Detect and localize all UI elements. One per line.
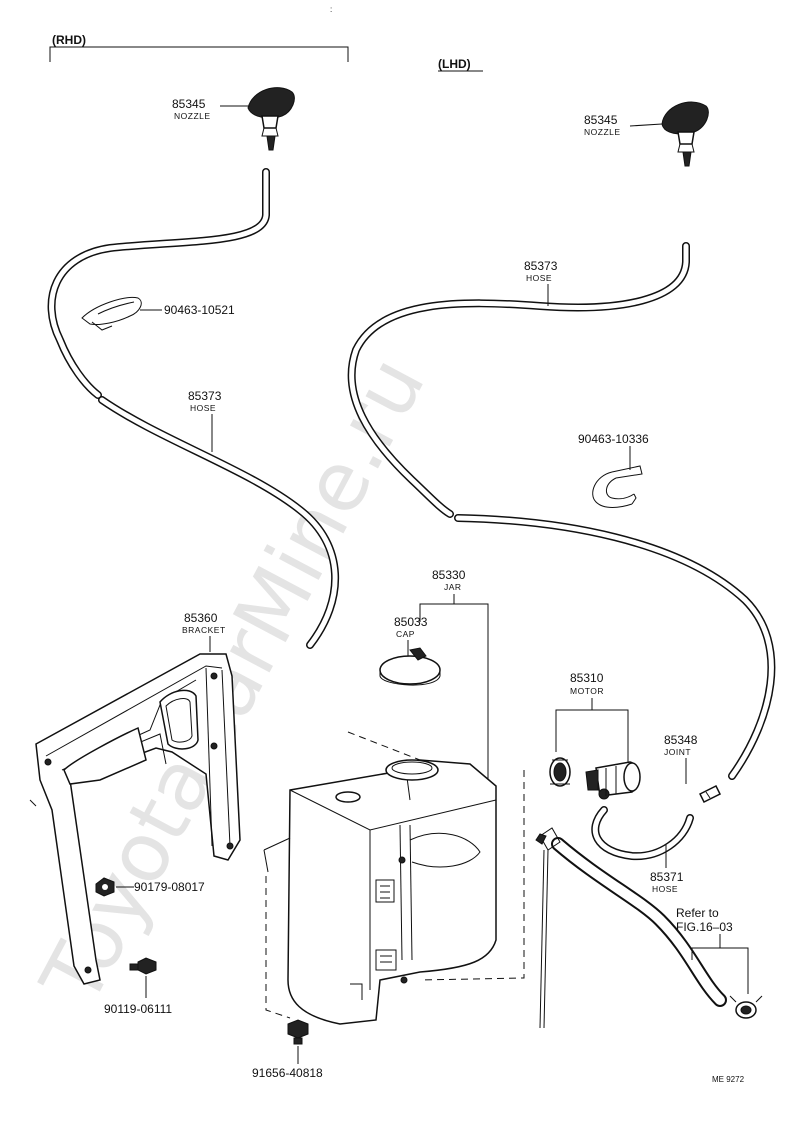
stray-mark: : bbox=[330, 5, 332, 14]
jar-number: 85330 bbox=[432, 568, 466, 582]
hose-short-number: 85371 bbox=[650, 870, 684, 884]
joint-name: JOINT bbox=[664, 747, 691, 757]
joint-number: 85348 bbox=[664, 733, 698, 747]
clip-lhd-number: 90463-10336 bbox=[578, 432, 649, 446]
nozzle-icon bbox=[247, 87, 295, 151]
hose-lhd-number: 85373 bbox=[524, 259, 558, 273]
clip-icon bbox=[81, 296, 142, 331]
rhd-bracket-line bbox=[49, 46, 349, 62]
cap-icon bbox=[379, 647, 441, 686]
nozzle-lhd-name: NOZZLE bbox=[584, 127, 621, 137]
hose-clamp-icon bbox=[729, 995, 763, 1019]
cap-name: CAP bbox=[396, 629, 415, 639]
motor-name: MOTOR bbox=[570, 686, 604, 696]
rhd-header: (RHD) bbox=[52, 33, 86, 47]
nozzle-rhd-name: NOZZLE bbox=[174, 111, 211, 121]
nut-icon bbox=[95, 877, 115, 897]
nozzle-lhd-leader bbox=[629, 123, 663, 127]
hose-lhd-name: HOSE bbox=[526, 273, 552, 283]
jar-icon bbox=[263, 759, 497, 1025]
lhd-header: (LHD) bbox=[438, 57, 471, 71]
hose-icon bbox=[47, 168, 339, 649]
hose-icon bbox=[591, 806, 694, 861]
hose-icon bbox=[535, 827, 727, 1029]
reference-line-2: FIG.16–03 bbox=[676, 920, 733, 934]
jar-leader bbox=[419, 603, 489, 782]
nozzle-lhd-number: 85345 bbox=[584, 113, 618, 127]
assembly-dash-bolt bbox=[265, 876, 291, 1019]
nozzle-icon bbox=[661, 101, 709, 167]
joint-icon bbox=[698, 784, 722, 804]
clip-rhd-number: 90463-10521 bbox=[164, 303, 235, 317]
assembly-dash-motor bbox=[419, 770, 525, 981]
nozzle-rhd-number: 85345 bbox=[172, 97, 206, 111]
bolt-icon bbox=[287, 1019, 309, 1045]
motor-number: 85310 bbox=[570, 671, 604, 685]
bolt-icon bbox=[129, 957, 157, 975]
bracket-name: BRACKET bbox=[182, 625, 226, 635]
bolt-b-number: 91656-40818 bbox=[252, 1066, 323, 1080]
motor-leader bbox=[555, 709, 629, 768]
jar-name: JAR bbox=[444, 582, 462, 592]
drawing-code: ME 9272 bbox=[712, 1075, 745, 1084]
nut-number: 90179-08017 bbox=[134, 880, 205, 894]
hose-rhd-number: 85373 bbox=[188, 389, 222, 403]
cap-number: 85033 bbox=[394, 615, 428, 629]
hose-short-name: HOSE bbox=[652, 884, 678, 894]
hose-rhd-name: HOSE bbox=[190, 403, 216, 413]
clip-icon bbox=[592, 465, 643, 508]
bolt-a-number: 90119-06111 bbox=[104, 1002, 172, 1016]
reference-line-1: Refer to bbox=[676, 906, 719, 920]
grommet-icon bbox=[549, 757, 571, 787]
hose-icon bbox=[347, 242, 776, 780]
bracket-icon bbox=[29, 653, 241, 985]
bracket-number: 85360 bbox=[184, 611, 218, 625]
assembly-dash-cap bbox=[347, 731, 421, 761]
motor-icon bbox=[585, 761, 641, 800]
